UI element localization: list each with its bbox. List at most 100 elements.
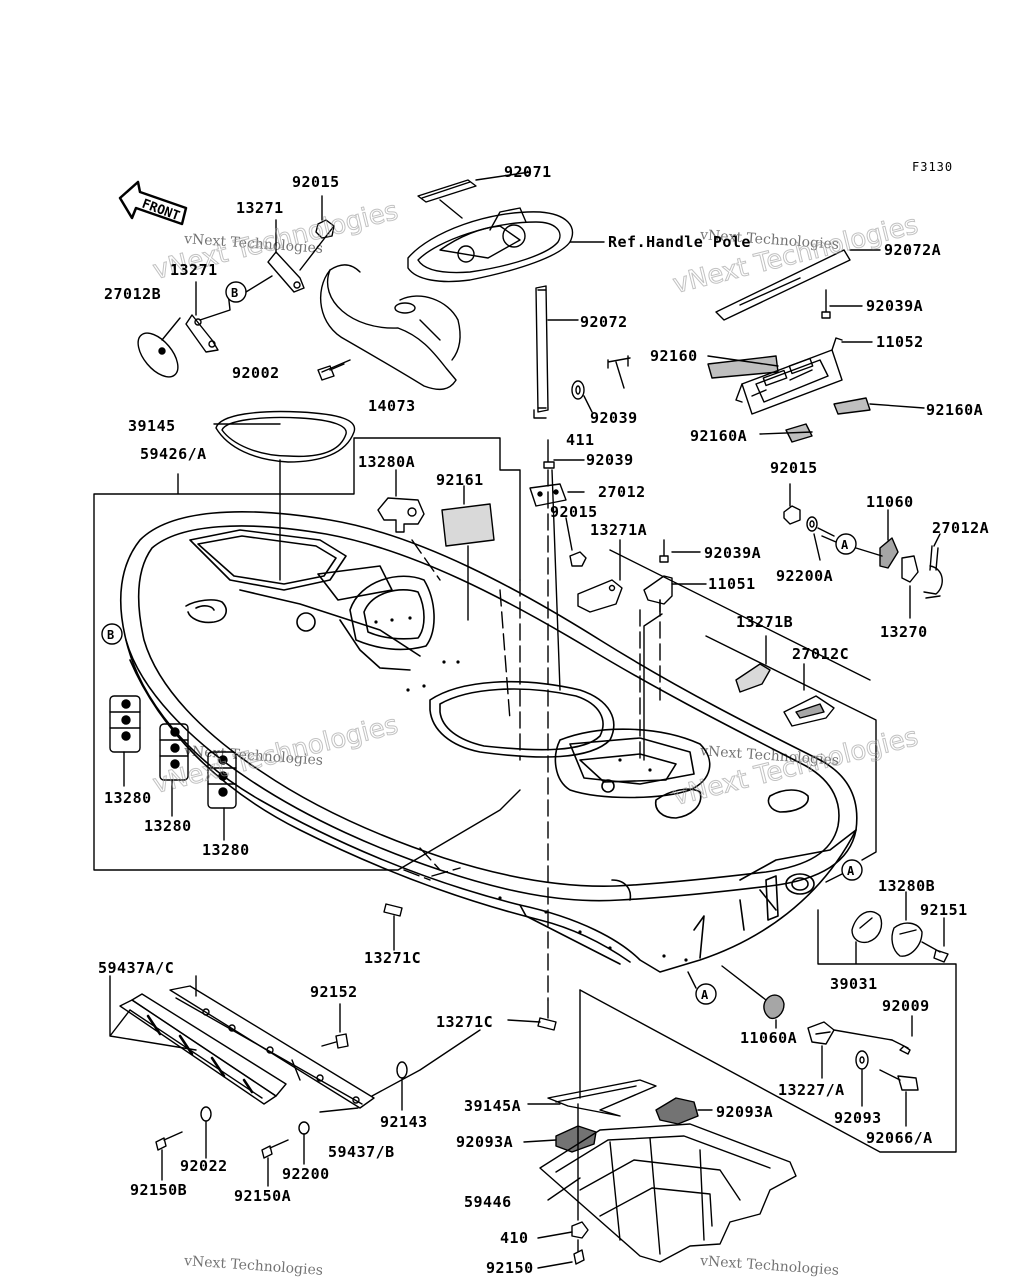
callout-B-top: B [225,281,247,303]
part-label: 92009 [882,997,930,1015]
washer-92200A [806,516,818,532]
part-label: 27012 [598,483,646,501]
part-label: 92150B [130,1181,188,1199]
part-label: 13227/A [778,1081,845,1099]
screw-92151 [921,941,949,963]
part-label: 11051 [708,575,756,593]
part-label: 59437A/C [98,959,175,977]
ride-plate-59446 [539,1123,797,1263]
part-label: 92072 [580,313,628,331]
part-label: 13280 [104,789,152,807]
part-label: 13271B [736,613,794,631]
part-label: 92093A [456,1133,514,1151]
plate-11060A [763,994,785,1020]
screw-92002 [317,363,345,381]
washer-92143 [396,1061,408,1079]
part-label: 92200A [776,567,834,585]
washer-411 [571,380,585,400]
pad-27012B [137,332,179,378]
plate-13270 [901,555,919,583]
bracket-11052 [735,337,843,415]
svg-text:A: A [701,988,709,1002]
washer-92022 [200,1106,212,1122]
plate-27012C [783,695,835,727]
gasket-92071 [417,179,477,203]
screw-92039-a [607,355,631,389]
screw-92150B [155,1131,183,1151]
clamp-13280-1 [109,695,141,753]
plate-27012 [529,483,567,507]
callout-A-right: A [835,533,857,555]
part-label: 27012B [104,285,162,303]
leader-92015-right [789,483,883,561]
callout-A-bottom: A [695,983,717,1005]
part-label: 39031 [830,975,878,993]
part-label: 14073 [368,397,416,415]
leaders-bottom-left [161,1003,481,1187]
strap-92072 [533,285,549,419]
diagram-code: F3130 [912,160,954,174]
pad-13271B [735,663,771,693]
washer-92093 [855,1050,869,1070]
part-label: 92160A [690,427,748,445]
hatch-cover [407,207,574,283]
part-label: 13271 [236,199,284,217]
pad-92160A-right [833,397,871,415]
frame-59437AC [109,975,197,1051]
hull-leader-lines [403,469,661,1001]
cover-39145 [215,410,356,463]
callout-leaders [245,275,843,989]
screw-92009 [891,1039,911,1055]
part-label: 13280 [144,817,192,835]
part-label: 92150A [234,1187,292,1205]
leader-39145 [213,423,281,581]
callout-B-left: B [101,623,123,645]
bracket-13271-lower [185,314,219,353]
part-label: 59446 [464,1193,512,1211]
svg-text:B: B [231,286,238,300]
leader-92071 [439,171,531,219]
part-label: 92066/A [866,1129,933,1147]
part-label: 39145 [128,417,176,435]
plug-92066A [879,1069,919,1091]
part-label: 92151 [920,901,968,919]
clamp-13280A [377,497,425,533]
leaders-right-top [707,305,925,435]
pad-92160 [707,355,779,379]
clamp-13280-3 [207,751,237,809]
part-label: 27012C [792,645,850,663]
strap-92072A [715,249,851,321]
part-label: 11060A [740,1029,798,1047]
seal-39145A [547,1079,657,1117]
nut-92015-mid [569,551,587,567]
part-label: 92152 [310,983,358,1001]
leaders-11051 [643,551,707,761]
part-label: 92160 [650,347,698,365]
part-label: 13280 [202,841,250,859]
leader-13271C-b [507,999,549,1023]
callout-A-stern: A [841,859,863,881]
part-label: 92039 [586,451,634,469]
leaders-bottom-center [523,989,713,1269]
bracket-11051 [643,575,673,613]
washer-410 [571,1221,589,1239]
part-label: 92093 [834,1109,882,1127]
part-label: 92015 [292,173,340,191]
grate-92093A-right [655,1097,699,1125]
bracket-13271-upper [267,251,305,293]
screw-92150A [261,1139,289,1159]
part-label: 92161 [436,471,484,489]
part-label: 92072A [884,241,942,259]
part-label: 92093A [716,1103,774,1121]
screw-92039A-top [821,289,831,319]
screw-92039A-mid [659,539,669,563]
part-label: Ref.Handle Pole [608,233,751,251]
part-label: 92039 [590,409,638,427]
part-label: 92150 [486,1259,534,1277]
part-label: 92039A [866,297,924,315]
screw-92150 [573,1239,585,1265]
part-label: 92200 [282,1165,330,1183]
leaders-13271B [765,635,805,691]
screw-92152 [321,1033,349,1049]
part-label: 92002 [232,364,280,382]
